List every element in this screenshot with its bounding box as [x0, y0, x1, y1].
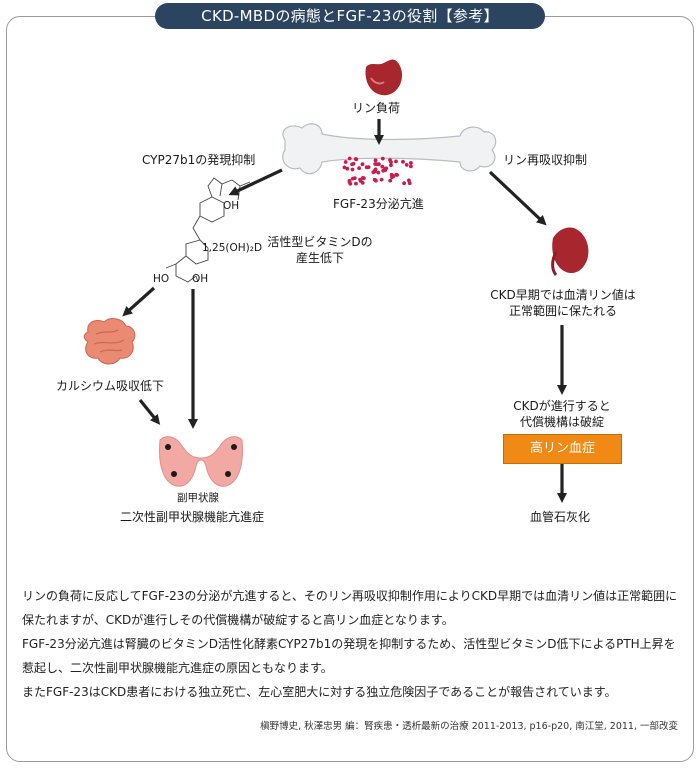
fgf23-dot [348, 181, 353, 186]
intestine-icon [83, 318, 136, 365]
label-ckd-early-line1: CKD早期では血清リン値は [490, 288, 636, 302]
fgf23-dot [350, 176, 355, 181]
fgf23-dot [388, 178, 393, 183]
arrow-calcium-to-thyroid [138, 398, 161, 425]
paragraph-1: リンの負荷に反応してFGF-23の分泌が亢進すると、そのリン再吸収抑制作用により… [22, 589, 678, 627]
fgf23-dot [361, 176, 365, 180]
fgf23-dot [360, 181, 365, 185]
label-ckd-early: CKD早期では血清リン値は 正常範囲に保たれる [481, 287, 645, 319]
arrow-bone-to-vitd [228, 168, 283, 196]
fgf23-dot [360, 162, 365, 167]
fgf23-dot [343, 160, 348, 164]
label-cyp-suppression: CYP27b1の発現抑制 [142, 153, 256, 167]
fgf23-dot [351, 161, 356, 166]
hyperphosphatemia-box: 高リン血症 [503, 434, 622, 464]
thyroid-icon [159, 436, 243, 487]
fgf23-dot [357, 166, 361, 171]
fgf23-dot [394, 159, 398, 164]
fgf23-dot [409, 164, 413, 169]
label-ho: HO [153, 273, 170, 285]
fgf23-dot [380, 156, 385, 161]
fgf23-dot [409, 161, 413, 165]
fgf23-dot [347, 156, 352, 161]
fgf23-dot [401, 159, 405, 164]
fgf23-dot [402, 181, 406, 186]
fgf23-dot [389, 160, 393, 165]
label-vascular-calcification: 血管石灰化 [530, 510, 591, 524]
bone-icon [282, 123, 497, 175]
fgf23-dot [373, 158, 378, 163]
label-secondary-hpt: 二次性副甲状腺機能亢進症 [120, 510, 265, 524]
arrow-vitd-to-intestine [122, 286, 156, 317]
label-ckd-progress-line2: 代償機構は破綻 [519, 415, 604, 429]
label-ckd-progress-line1: CKDが進行すると [513, 399, 611, 413]
label-vitd-decrease-line1: 活性型ビタミンDの [267, 235, 373, 249]
fgf23-dot [354, 181, 358, 186]
fgf23-dot [350, 167, 355, 172]
fgf23-dot [374, 178, 378, 183]
label-calcium: カルシウム吸収低下 [56, 379, 165, 393]
label-phosphate-load: リン負荷 [352, 101, 401, 115]
label-vitd-decrease: 活性型ビタミンDの 産生低下 [262, 234, 378, 266]
label-ckd-early-line2: 正常範囲に保たれる [508, 304, 617, 318]
label-ckd-progress: CKDが進行すると 代償機構は破綻 [497, 398, 627, 430]
fgf23-dot [358, 177, 362, 182]
fgf23-dot [394, 172, 399, 177]
arrow-bone-to-kidney [488, 170, 547, 226]
kidney-icon [365, 59, 403, 96]
label-vitd-formula: 1,25(OH)₂D [202, 242, 263, 254]
paragraph-3: またFGF-23はCKD患者における独立死亡、左心室肥大に対する独立危険因子であ… [22, 685, 617, 699]
fgf23-dot [391, 174, 396, 179]
label-parathyroid: 副甲状腺 [177, 492, 219, 504]
vitamin-d-molecule-icon [165, 177, 251, 283]
label-reabsorption-suppression: リン再吸収抑制 [503, 153, 588, 167]
fgf23-dot [404, 163, 409, 167]
label-fgf23: FGF-23分泌亢進 [333, 197, 424, 211]
fgf23-dot [379, 177, 384, 182]
fgf23-dots [342, 156, 413, 186]
fgf23-dot [389, 163, 393, 168]
label-oh-bottom: OH [192, 273, 209, 285]
label-oh-top: OH [223, 200, 240, 212]
kidney-icon-right [551, 227, 589, 276]
paragraph-2: FGF-23分泌亢進は腎臓のビタミンD活性化酵素CYP27b1の発現を抑制するた… [22, 637, 676, 675]
source-citation: 槇野博史, 秋澤忠男 編：腎疾患・透析最新の治療 2011-2013, p16-… [260, 721, 678, 732]
fgf23-dot [407, 178, 411, 183]
fgf23-dot [364, 165, 369, 170]
fgf23-dot [353, 157, 358, 161]
fgf23-dot [376, 170, 381, 175]
diagram-title: CKD-MBDの病態とFGF-23の役割【参考】 [155, 3, 545, 29]
explanation-text: リンの負荷に反応してFGF-23の分泌が亢進すると、そのリン再吸収抑制作用により… [22, 584, 682, 704]
label-vitd-decrease-line2: 産生低下 [295, 251, 344, 265]
fgf23-dot [373, 167, 378, 172]
fgf23-dot [375, 162, 379, 167]
fgf23-dot [342, 165, 347, 170]
fgf23-dot [380, 164, 385, 169]
fgf23-dot [383, 168, 387, 173]
